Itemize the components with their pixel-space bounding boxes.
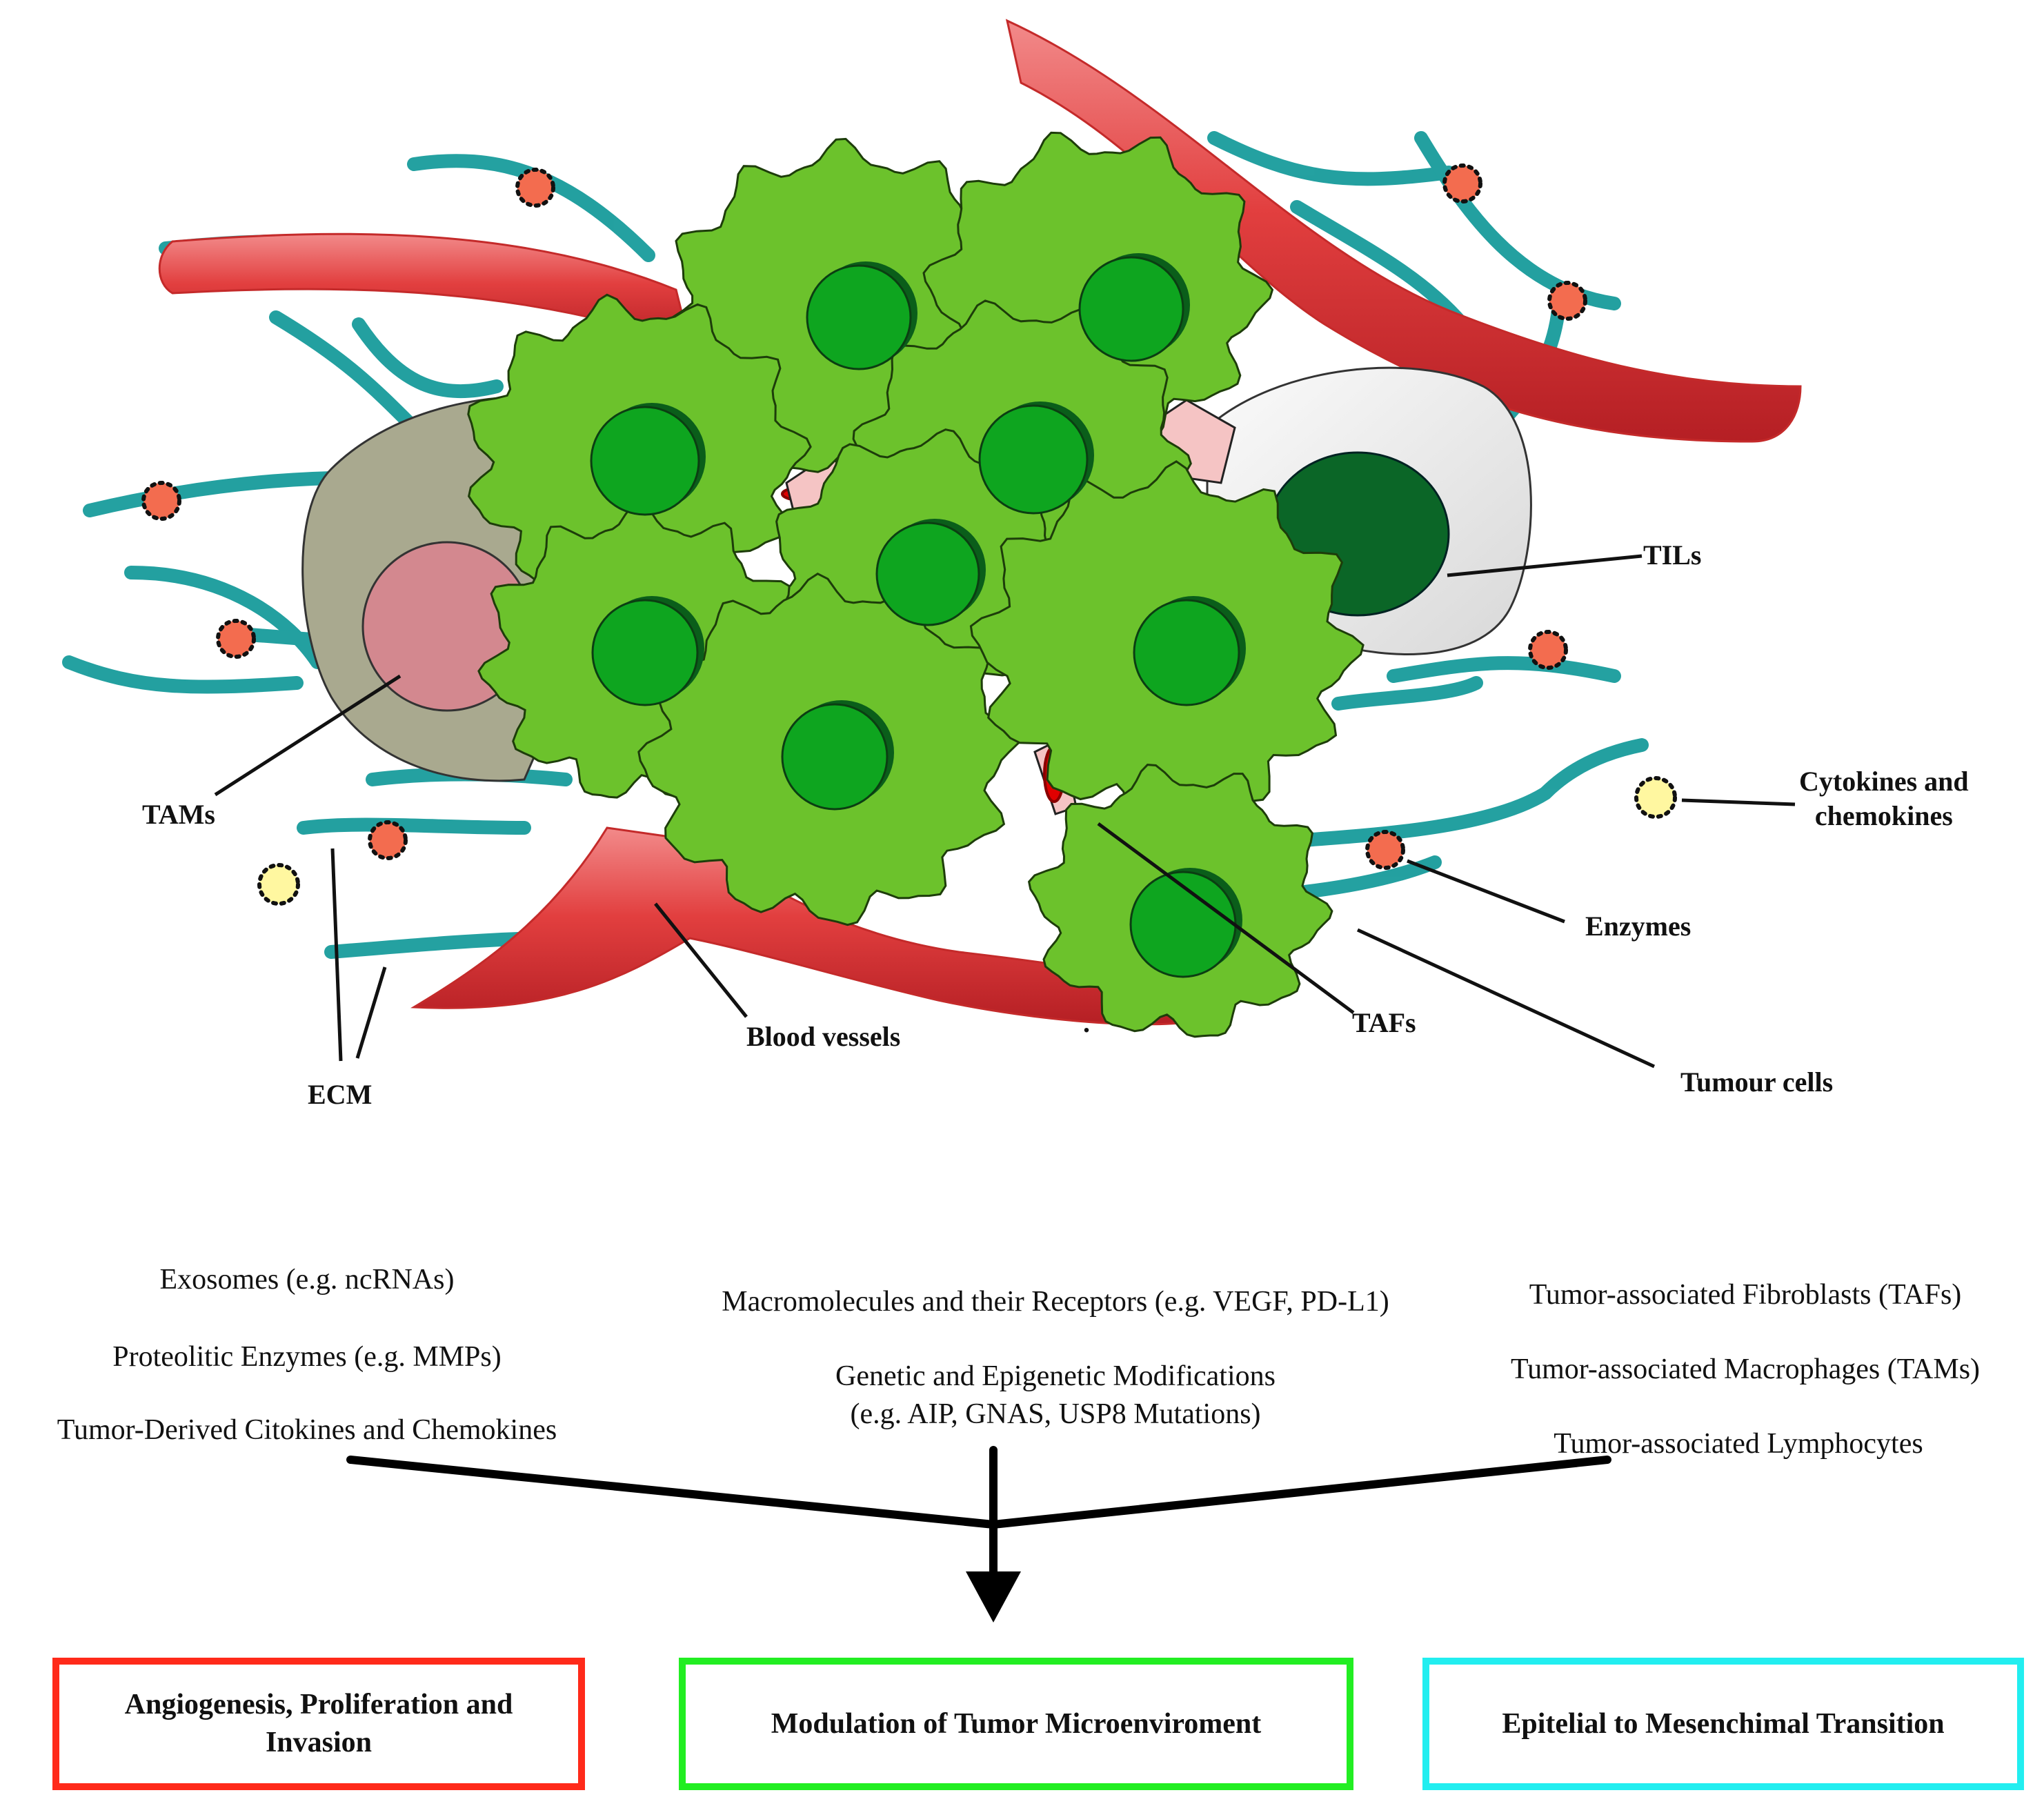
arrow-head <box>966 1571 1021 1623</box>
label-tils: TILs <box>1643 539 1702 570</box>
tumour-cells <box>467 131 1365 1038</box>
cytokine <box>1634 776 1677 819</box>
enzymes <box>141 163 1587 870</box>
til-leader <box>1447 554 1643 577</box>
label-tumour-cells: Tumour cells <box>1680 1066 1834 1098</box>
ecm-leader <box>355 966 387 1059</box>
factor-exosomes: Exosomes (e.g. ncRNAs) <box>159 1264 455 1296</box>
enzyme-leader <box>1407 859 1565 924</box>
factor-proteolitic-enzymes: Proteolitic Enzymes (e.g. MMPs) <box>112 1341 502 1373</box>
ecm-fiber <box>1207 131 1456 186</box>
outcome-microenvironment-box: Modulation of Tumor Microenviroment <box>679 1658 1353 1790</box>
factor-citokines-chemokines: Tumor-Derived Citokines and Chemokines <box>57 1414 557 1446</box>
label-cytokines: Cytokines and chemokines <box>1799 766 1969 831</box>
enzyme <box>1365 830 1405 870</box>
tumour-nucleus <box>781 703 889 811</box>
outcome-microenvironment-label: Modulation of Tumor Microenviroment <box>771 1707 1262 1740</box>
tumour-nucleus <box>875 522 980 626</box>
enzyme <box>1528 630 1568 670</box>
label-ecm: ECM <box>308 1079 373 1110</box>
enzyme <box>1547 281 1587 321</box>
ecm-fiber <box>1331 676 1483 711</box>
outcome-emt-label: Epitelial to Mesenchimal Transition <box>1502 1707 1945 1740</box>
factor-tafs: Tumor-associated Fibroblasts (TAFs) <box>1529 1279 1962 1311</box>
tumour-nucleus <box>1133 599 1240 706</box>
ecm-fiber <box>62 655 304 694</box>
tam-leader <box>214 674 401 797</box>
label-enzymes: Enzymes <box>1585 911 1691 942</box>
blood-vessel <box>1005 19 1802 443</box>
taf-leader <box>1097 822 1355 1015</box>
leader-lines <box>214 554 1796 1069</box>
tumour-nucleus <box>590 406 700 516</box>
tumour-cell-leader <box>1356 928 1656 1069</box>
tumour-nucleus <box>806 264 912 370</box>
outcome-angiogenesis-box: Angiogenesis, Proliferation and Invasion <box>52 1658 585 1790</box>
ecm-fiber <box>269 310 421 435</box>
label-blood-vessels: Blood vessels <box>746 1021 901 1052</box>
converging-arrow <box>346 1446 1611 1623</box>
ecm-leader <box>330 848 343 1062</box>
cytokine <box>257 863 300 906</box>
tumour-nucleus <box>1078 256 1184 362</box>
enzyme <box>515 168 555 208</box>
blood-vessel-leader <box>654 902 748 1018</box>
arrow-left-branch <box>346 1456 998 1529</box>
arrow-right-branch <box>989 1456 1611 1529</box>
enzyme <box>368 820 408 860</box>
tumour-nucleus <box>978 404 1089 515</box>
factor-genetic-epigenetic: Genetic and Epigenetic Modifications (e.… <box>835 1360 1276 1430</box>
factor-lymphocytes: Tumor-associated Lymphocytes <box>1554 1428 1923 1460</box>
ecm-fiber <box>1414 131 1621 310</box>
ecm-fiber <box>1387 656 1621 683</box>
ecm-fiber <box>1276 738 1649 849</box>
enzyme <box>141 481 181 521</box>
outcome-angiogenesis-label: Angiogenesis, Proliferation and Invasion <box>124 1689 513 1758</box>
ecm-fiber <box>297 817 531 835</box>
label-tams: TAMs <box>142 799 215 830</box>
label-tafs: TAFs <box>1352 1007 1416 1038</box>
cytokine-leader <box>1681 798 1796 806</box>
tumor-microenvironment-illustration <box>62 19 1802 1069</box>
label-dot: . <box>1083 1007 1090 1038</box>
factor-tams: Tumor-associated Macrophages (TAMs) <box>1510 1353 1981 1385</box>
ecm-fiber <box>352 317 504 399</box>
enzyme <box>1442 163 1482 204</box>
ecm-fiber <box>1290 200 1469 331</box>
enzyme <box>216 619 256 659</box>
factor-macromolecules: Macromolecules and their Receptors (e.g.… <box>722 1286 1389 1318</box>
outcome-emt-box: Epitelial to Mesenchimal Transition <box>1422 1658 2024 1790</box>
cytokines <box>257 776 1677 906</box>
tumour-nucleus <box>591 599 699 706</box>
